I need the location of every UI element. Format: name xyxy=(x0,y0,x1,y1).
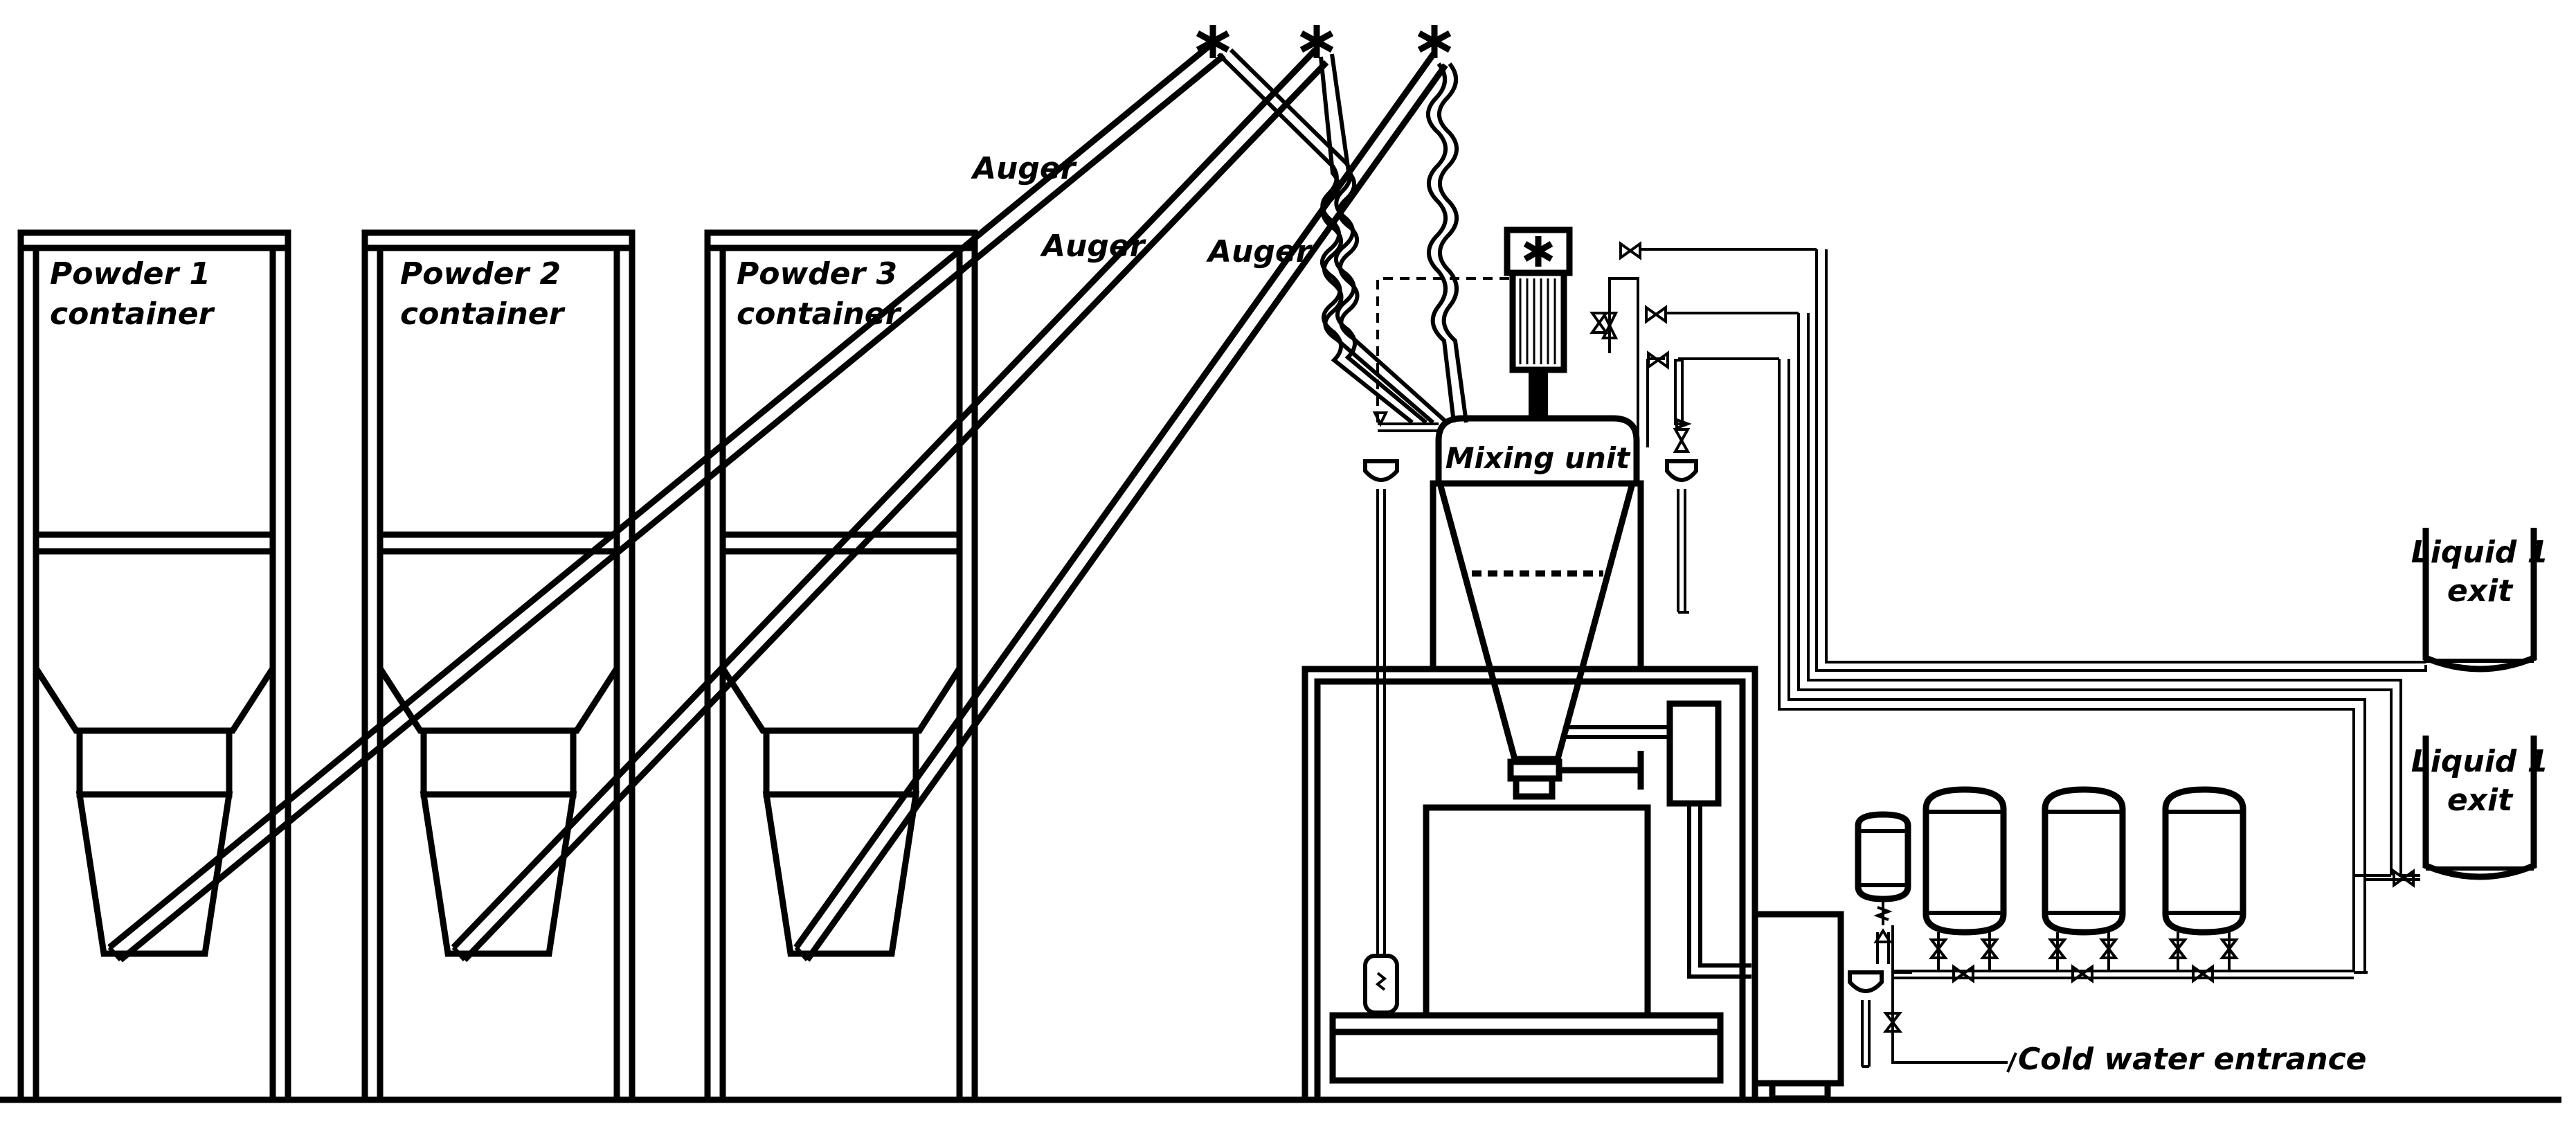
valve-icon xyxy=(2219,938,2240,959)
powder-2-label-line1: Powder 2 xyxy=(400,256,561,292)
valve-icon xyxy=(1928,938,1949,959)
auger-2-label: Auger xyxy=(1040,229,1146,264)
cold-water-entrance-label: Cold water entrance xyxy=(2018,1042,2367,1077)
storage-tank-1 xyxy=(1922,786,2007,936)
valve-icon xyxy=(1619,241,1641,260)
auger-2 xyxy=(451,47,1329,963)
cold-water-line xyxy=(1848,899,2017,1073)
valve-icon xyxy=(1647,350,1669,370)
liquid-exit-1: Liquid 1 exit xyxy=(2411,528,2548,673)
valve-icon xyxy=(2393,869,2415,888)
flexible-tubes xyxy=(1216,48,1468,425)
powder-container-2: Powder 2 container xyxy=(361,229,636,1100)
powder-1-label-line1: Powder 1 xyxy=(50,256,210,292)
storage-tank-2 xyxy=(2042,786,2126,936)
auger-1-label: Auger xyxy=(971,151,1077,186)
auger-3-label: Auger xyxy=(1206,234,1313,269)
liquid-exit-2: Liquid 1 exit xyxy=(2411,736,2548,880)
powder-3-label-line2: container xyxy=(737,296,902,332)
liquid-exit-1-label-line1: Liquid 1 xyxy=(2411,535,2548,570)
powder-container-1: Powder 1 container xyxy=(17,229,291,1100)
inlet-funnel xyxy=(1601,277,1698,614)
valve-icon xyxy=(1952,964,1974,983)
cabinet-pipe xyxy=(1698,803,1751,968)
control-cabinet xyxy=(1751,911,1844,1102)
powder-container-3: Powder 3 container xyxy=(704,229,978,1100)
powder-3-label-line1: Powder 3 xyxy=(737,256,897,292)
valve-icon xyxy=(1882,1012,1903,1033)
liquid-exit-1-label-line2: exit xyxy=(2447,573,2514,609)
asterisk-icon xyxy=(1299,25,1334,58)
cabinet-pipe xyxy=(1687,803,1751,979)
asterisk-icon xyxy=(1417,25,1452,58)
valve-icon xyxy=(2192,964,2214,983)
valve-icon xyxy=(2098,938,2119,959)
mixer-motor xyxy=(1504,226,1573,418)
powder-2-label-line2: container xyxy=(400,296,566,332)
mixing-unit-label: Mixing unit xyxy=(1445,441,1631,475)
valve-icon xyxy=(1589,312,1609,334)
mixing-unit: Mixing unit xyxy=(1430,415,1644,800)
left-dosing-line xyxy=(1363,411,1439,1015)
storage-tank-3 xyxy=(2162,786,2246,936)
liquid-exit-2-label-line2: exit xyxy=(2447,783,2514,818)
valve-icon xyxy=(2047,938,2068,959)
liquid-exit-2-label-line1: Liquid 1 xyxy=(2411,744,2548,779)
auger-3 xyxy=(793,51,1448,962)
asterisk-icon xyxy=(1196,25,1230,58)
valve-icon xyxy=(2071,964,2093,983)
mixer-shaft xyxy=(1529,370,1548,418)
control-box xyxy=(1666,700,1722,807)
valve-icon xyxy=(1645,305,1667,324)
powder-1-label-line2: container xyxy=(50,296,215,332)
frame xyxy=(1301,666,1758,1103)
asterisk-icon xyxy=(1523,236,1553,267)
valve-icon xyxy=(2168,938,2188,959)
valve-icon xyxy=(1979,938,2000,959)
small-tank xyxy=(1855,811,1911,902)
pipe-network xyxy=(1620,248,2427,974)
auger-1 xyxy=(107,40,1226,963)
